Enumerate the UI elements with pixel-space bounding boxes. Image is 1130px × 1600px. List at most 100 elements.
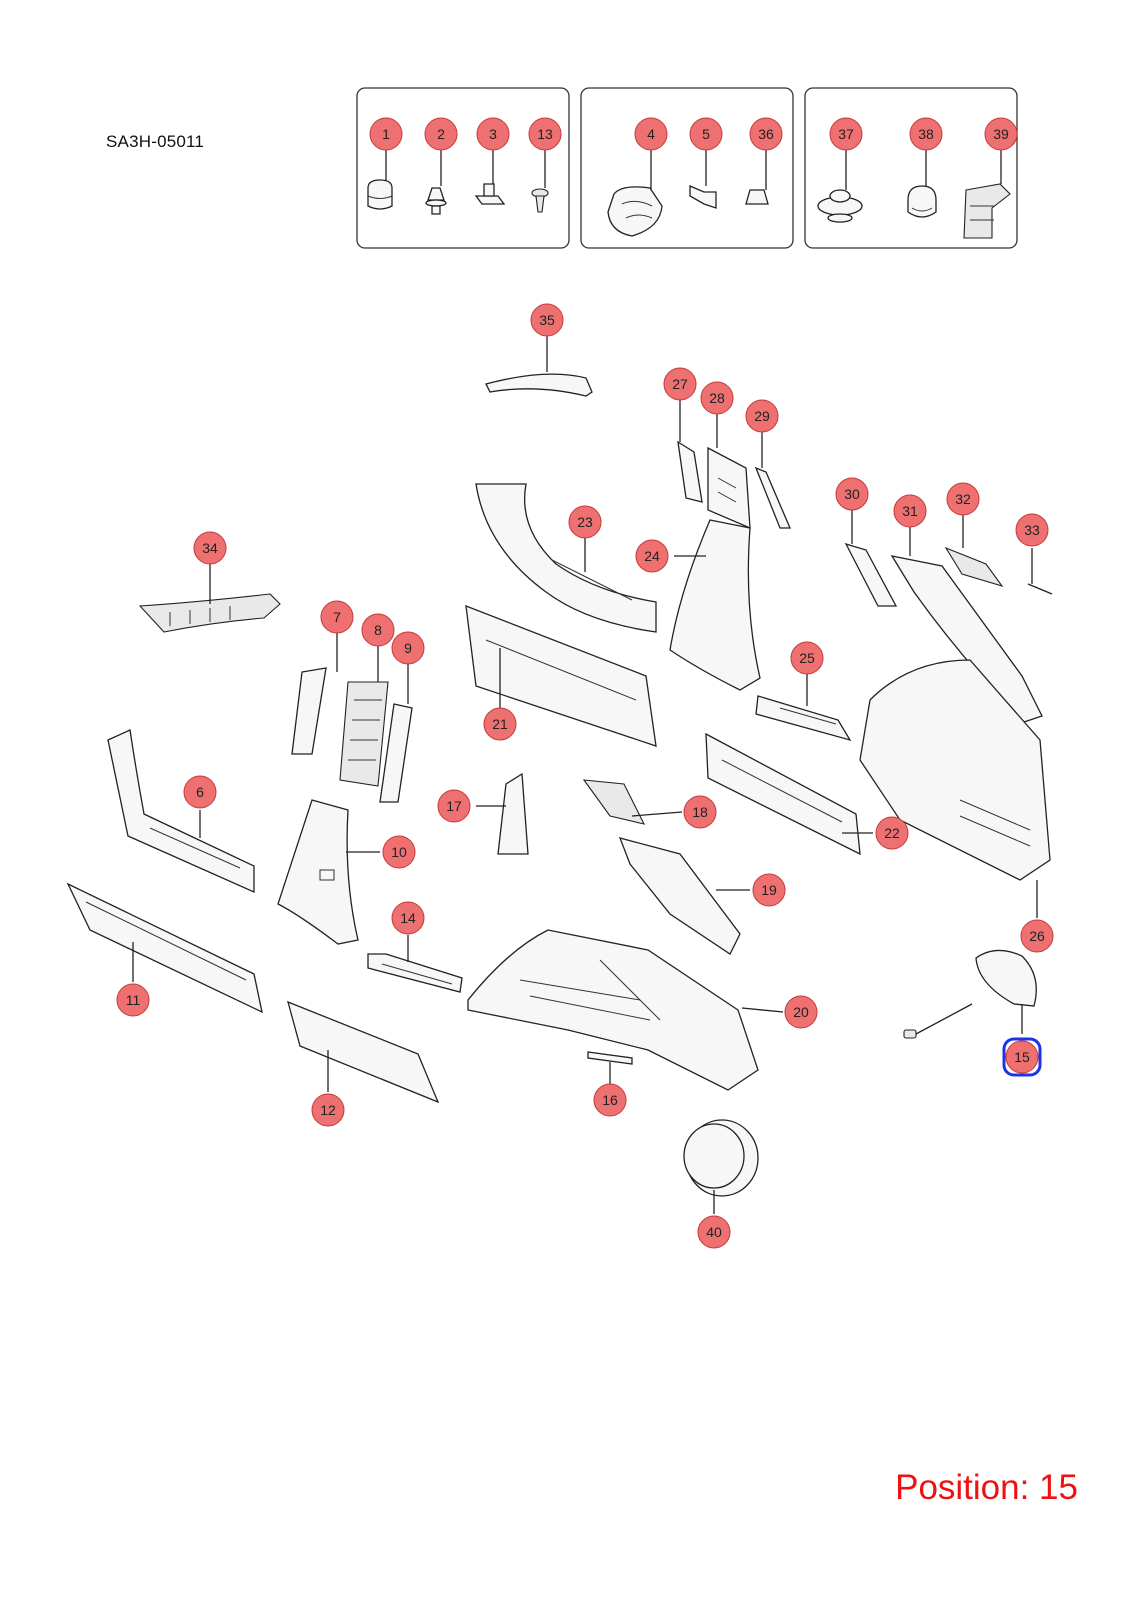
part-14-rear-sill[interactable] [367, 953, 463, 993]
part-21-cross-rail[interactable] [465, 604, 657, 747]
part-11-lower-panel[interactable] [66, 882, 263, 1014]
callout-number: 25 [799, 650, 815, 666]
part-26-quarter-panel[interactable] [859, 659, 1051, 881]
callout-33[interactable]: 33 [1015, 513, 1049, 547]
callout-13[interactable]: 13 [528, 117, 562, 151]
part-3-square-clip[interactable] [474, 183, 506, 205]
callout-9[interactable]: 9 [391, 631, 425, 665]
part-27-pillar-cover[interactable] [677, 440, 703, 503]
part-16-small-strip[interactable] [587, 1051, 633, 1065]
part-18-grab-handle[interactable] [582, 779, 646, 825]
callout-number: 32 [955, 491, 971, 507]
part-37-round-fastener[interactable] [817, 189, 863, 223]
callout-number: 38 [918, 126, 934, 142]
callout-8[interactable]: 8 [361, 613, 395, 647]
part-35-upper-trim-strip[interactable] [485, 373, 593, 397]
part-22-rear-rail[interactable] [705, 732, 861, 856]
callout-38[interactable]: 38 [909, 117, 943, 151]
part-24-b-pillar-panel[interactable] [669, 519, 761, 691]
callout-15[interactable]: 15 [1002, 1037, 1042, 1077]
callout-12[interactable]: 12 [311, 1093, 345, 1127]
callout-bubble [391, 631, 425, 665]
part-34-cowl-trim[interactable] [138, 593, 281, 633]
part-15-fuel-door-housing[interactable] [903, 949, 1037, 1039]
part-23-sill-trim[interactable] [475, 483, 657, 633]
callout-24[interactable]: 24 [635, 539, 669, 573]
callout-32[interactable]: 32 [946, 482, 980, 516]
part-1-cap-clip[interactable] [367, 179, 393, 210]
callout-36[interactable]: 36 [749, 117, 783, 151]
callout-23[interactable]: 23 [568, 505, 602, 539]
callout-17[interactable]: 17 [437, 789, 471, 823]
callout-bubble [361, 613, 395, 647]
part-4-bracket-clip[interactable] [607, 186, 663, 237]
callout-number: 19 [761, 882, 777, 898]
callout-40[interactable]: 40 [697, 1215, 731, 1249]
callout-6[interactable]: 6 [183, 775, 217, 809]
callout-20[interactable]: 20 [784, 995, 818, 1029]
callout-bubble [749, 117, 783, 151]
callout-number: 17 [446, 798, 462, 814]
callout-14[interactable]: 14 [391, 901, 425, 935]
callout-16[interactable]: 16 [593, 1083, 627, 1117]
part-6-front-sill[interactable] [107, 729, 255, 894]
part-36-box-clip[interactable] [745, 189, 769, 205]
callout-number: 36 [758, 126, 774, 142]
callout-2[interactable]: 2 [424, 117, 458, 151]
part-38-push-retainer[interactable] [907, 185, 937, 218]
part-17-small-trim[interactable] [497, 772, 529, 855]
callout-31[interactable]: 31 [893, 494, 927, 528]
part-40-fuel-cap[interactable] [683, 1119, 759, 1197]
part-33-small-strip[interactable] [1027, 583, 1053, 595]
callout-18[interactable]: 18 [683, 795, 717, 829]
part-29-side-strip[interactable] [754, 466, 791, 529]
part-12-lower-sill[interactable] [287, 1000, 440, 1104]
part-25-scuff-plate[interactable] [755, 695, 852, 742]
callout-19[interactable]: 19 [752, 873, 786, 907]
callout-bubble [984, 117, 1018, 151]
callout-number: 11 [126, 992, 141, 1008]
part-19-wheelhouse-upper[interactable] [618, 837, 741, 955]
callout-number: 4 [647, 126, 655, 142]
part-7-pillar-strip[interactable] [291, 667, 327, 755]
callout-25[interactable]: 25 [790, 641, 824, 675]
callout-3[interactable]: 3 [476, 117, 510, 151]
part-28-vent-panel[interactable] [707, 446, 751, 530]
callout-number: 7 [333, 609, 341, 625]
callout-28[interactable]: 28 [700, 381, 734, 415]
part-9-pillar-strip[interactable] [379, 703, 413, 803]
callout-37[interactable]: 37 [829, 117, 863, 151]
part-39-multi-clip[interactable] [963, 183, 1011, 239]
callout-39[interactable]: 39 [984, 117, 1018, 151]
part-20-wheelhouse-trim[interactable] [467, 929, 759, 1091]
callout-bubble [909, 117, 943, 151]
callout-7[interactable]: 7 [320, 600, 354, 634]
part-8-switch-panel[interactable] [339, 681, 389, 787]
callout-5[interactable]: 5 [689, 117, 723, 151]
callout-10[interactable]: 10 [382, 835, 416, 869]
callout-34[interactable]: 34 [193, 531, 227, 565]
part-5-metal-clip[interactable] [689, 185, 717, 209]
callout-number: 30 [844, 486, 860, 502]
part-30-corner-trim[interactable] [844, 542, 898, 607]
callout-4[interactable]: 4 [634, 117, 668, 151]
callout-number: 15 [1014, 1049, 1030, 1065]
part-32-vent-grille[interactable] [944, 546, 1004, 587]
callout-29[interactable]: 29 [745, 399, 779, 433]
callout-26[interactable]: 26 [1020, 919, 1054, 953]
callout-1[interactable]: 1 [369, 117, 403, 151]
callout-21[interactable]: 21 [483, 707, 517, 741]
part-2-push-pin[interactable] [425, 187, 447, 215]
callout-number: 18 [692, 804, 708, 820]
part-10-c-pillar[interactable] [277, 799, 359, 945]
callout-bubble [697, 1215, 731, 1249]
part-13-screw[interactable] [531, 188, 549, 213]
callout-11[interactable]: 11 [116, 983, 150, 1017]
callout-22[interactable]: 22 [875, 816, 909, 850]
callout-30[interactable]: 30 [835, 477, 869, 511]
callout-35[interactable]: 35 [530, 303, 564, 337]
callout-bubble [311, 1093, 345, 1127]
document-code: SA3H-05011 [106, 132, 205, 151]
callout-27[interactable]: 27 [663, 367, 697, 401]
